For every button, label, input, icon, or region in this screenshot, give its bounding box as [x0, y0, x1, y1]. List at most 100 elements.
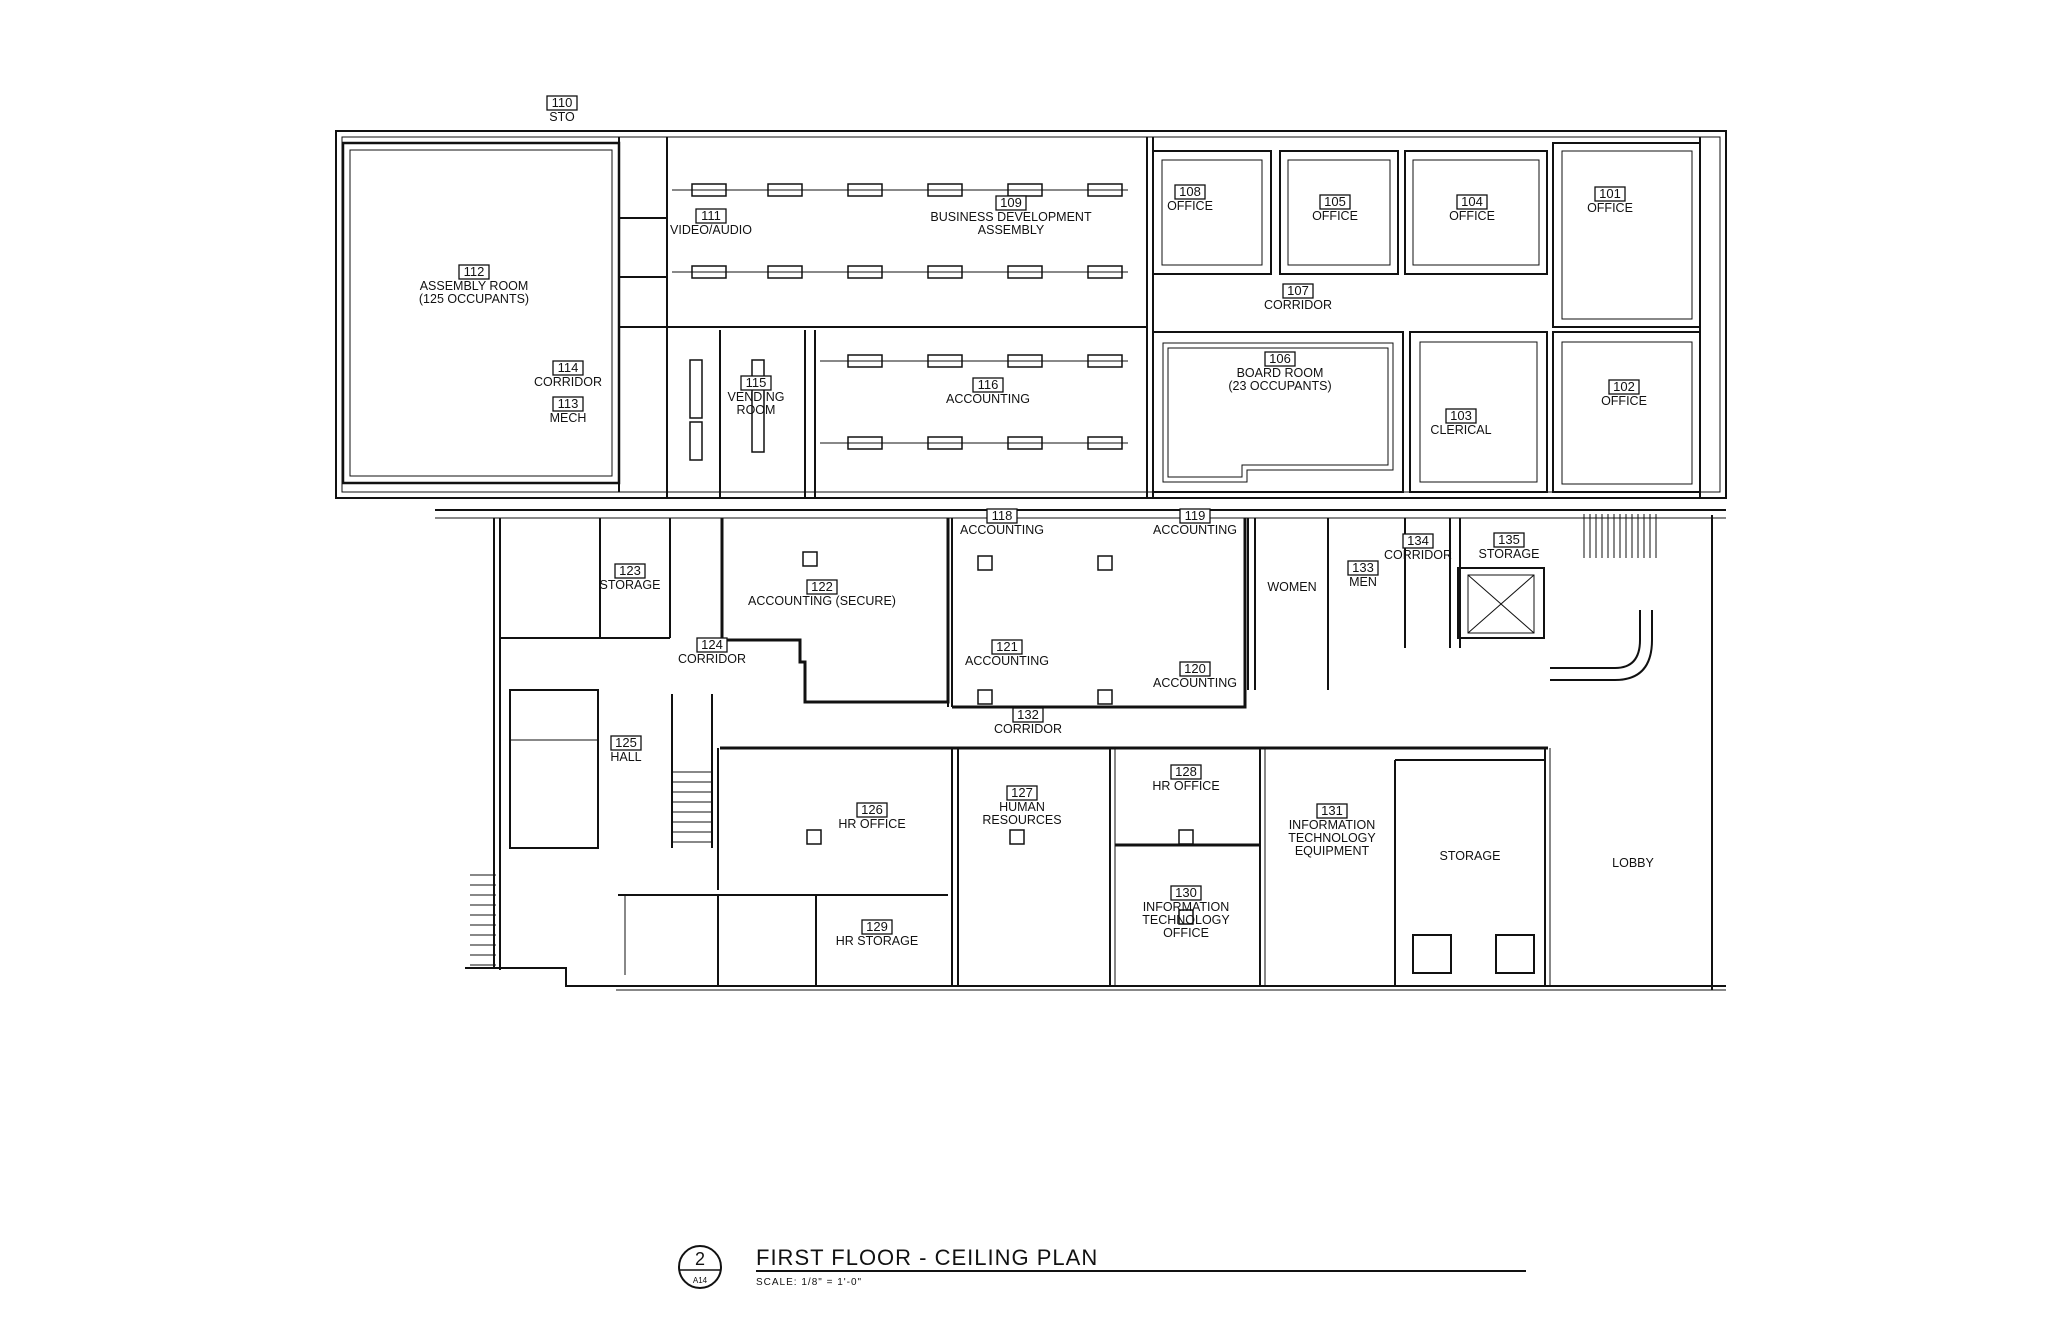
room-name: HR STORAGE: [836, 934, 918, 948]
room-name: (23 OCCUPANTS): [1228, 379, 1331, 393]
room-number: 135: [1498, 532, 1520, 547]
room-number-box: [1006, 785, 1038, 801]
room-name: OFFICE: [1587, 201, 1633, 215]
room-number: 128: [1175, 764, 1197, 779]
room-number-box: [991, 639, 1023, 655]
room-number: 102: [1613, 379, 1635, 394]
room-name: CORRIDOR: [1384, 548, 1452, 562]
sheet-number: A14: [693, 1276, 708, 1285]
room-name: CORRIDOR: [534, 375, 602, 389]
room-number-box: [1347, 560, 1379, 576]
room-name: RESOURCES: [982, 813, 1061, 827]
label-women: WOMEN: [1267, 580, 1316, 594]
room-name: ACCOUNTING: [946, 392, 1030, 406]
room-number: 116: [978, 377, 999, 392]
room-number: 121: [996, 639, 1018, 654]
room-number: 125: [615, 735, 637, 750]
room-name: MECH: [550, 411, 587, 425]
room-number: 131: [1321, 803, 1343, 818]
room-number-box: [695, 208, 727, 224]
room-name: HUMAN: [999, 800, 1045, 814]
room-number-box: [740, 375, 772, 391]
room-number-box: [1319, 194, 1351, 210]
room-name: ROOM: [737, 403, 776, 417]
room-number-box: [1012, 707, 1044, 723]
room-name: ACCOUNTING: [1153, 523, 1237, 537]
room-number: 112: [464, 264, 485, 279]
room-name: HALL: [610, 750, 641, 764]
room-number: 109: [1000, 195, 1022, 210]
room-number: 105: [1324, 194, 1346, 209]
room-name: INFORMATION: [1289, 818, 1376, 832]
room-number-box: [986, 508, 1018, 524]
room-name: OFFICE: [1167, 199, 1213, 213]
room-name: ACCOUNTING: [960, 523, 1044, 537]
room-name: CORRIDOR: [1264, 298, 1332, 312]
room-number-box: [1179, 508, 1211, 524]
room-number-box: [1170, 885, 1202, 901]
room-number-box: [552, 360, 584, 376]
room-name: BUSINESS DEVELOPMENT: [930, 210, 1092, 224]
room-name: MEN: [1349, 575, 1377, 589]
title-block: 2 A14 FIRST FLOOR - CEILING PLAN SCALE: …: [678, 1245, 1526, 1289]
room-number: 111: [701, 208, 721, 223]
label-lobby: LOBBY: [1612, 856, 1654, 870]
room-number: 127: [1011, 785, 1033, 800]
room-number-box: [861, 919, 893, 935]
room-number: 118: [992, 508, 1013, 523]
room-number-box: [1445, 408, 1477, 424]
room-number-box: [1282, 283, 1314, 299]
room-name: HR OFFICE: [838, 817, 905, 831]
room-name: ASSEMBLY ROOM: [420, 279, 529, 293]
room-name: BOARD ROOM: [1237, 366, 1324, 380]
room-number: 132: [1017, 707, 1039, 722]
room-number-box: [458, 264, 490, 280]
room-name: INFORMATION: [1143, 900, 1230, 914]
room-name: ASSEMBLY: [978, 223, 1045, 237]
room-number: 113: [558, 396, 579, 411]
room-name: OFFICE: [1601, 394, 1647, 408]
room-name: CORRIDOR: [994, 722, 1062, 736]
room-number: 103: [1450, 408, 1472, 423]
room-name: STORAGE: [600, 578, 661, 592]
room-name: OFFICE: [1163, 926, 1209, 940]
room-number-box: [610, 735, 642, 751]
room-number-box: [1493, 532, 1525, 548]
room-number-box: [995, 195, 1027, 211]
room-name: OFFICE: [1312, 209, 1358, 223]
room-number: 133: [1352, 560, 1374, 575]
room-name: TECHNOLOGY: [1142, 913, 1230, 927]
room-number: 108: [1179, 184, 1201, 199]
room-number: 134: [1407, 533, 1429, 548]
room-number-box: [614, 563, 646, 579]
room-number: 115: [746, 375, 767, 390]
room-name: OFFICE: [1449, 209, 1495, 223]
room-number-box: [972, 377, 1004, 393]
room-number-box: [806, 579, 838, 595]
room-name: ACCOUNTING: [965, 654, 1049, 668]
room-name: VIDEO/AUDIO: [670, 223, 752, 237]
room-number: 130: [1175, 885, 1197, 900]
room-name: STO: [549, 110, 575, 124]
room-name: ACCOUNTING (SECURE): [748, 594, 896, 608]
